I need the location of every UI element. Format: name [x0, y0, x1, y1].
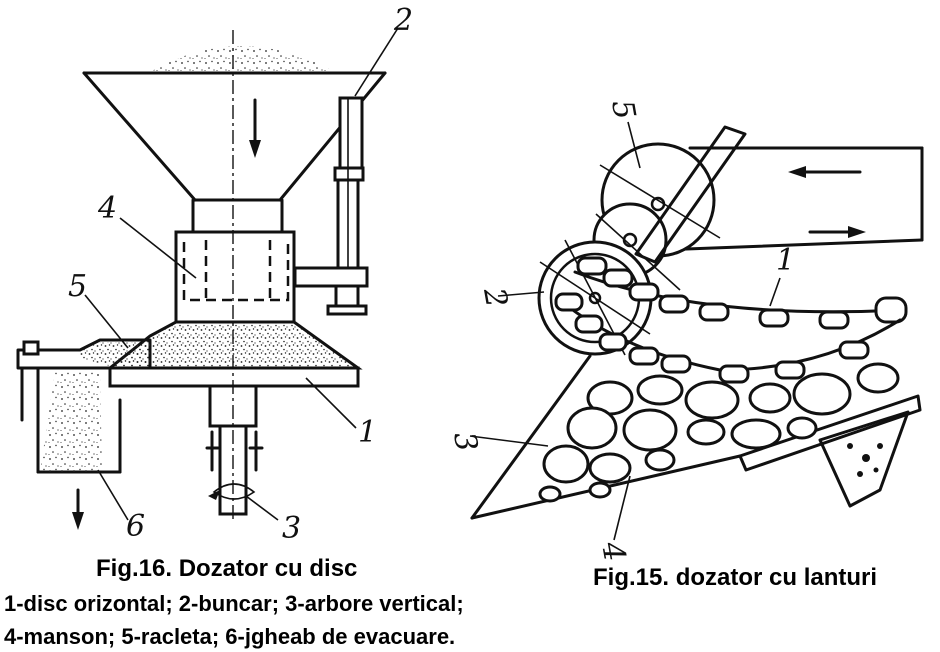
chain-upper [573, 256, 908, 330]
drive-wheels [592, 125, 747, 291]
flow-arrow-down [249, 98, 261, 158]
discharge-chute [20, 366, 122, 474]
fig16-label-4: 4 [97, 191, 117, 226]
fig16-caption: Fig.16. Dozator cu disc [96, 555, 357, 582]
fig15-caption: Fig.15. dozator cu lanturi [593, 564, 877, 591]
chain-dosing-device-drawing: 5 2 1 3 4 [446, 97, 924, 564]
fig16-label-6: 6 [126, 509, 145, 544]
scraper [16, 338, 152, 370]
fig15-label-4: 4 [594, 538, 632, 564]
fig16-label-1: 1 [358, 415, 377, 450]
fig15-label-2: 2 [476, 284, 514, 310]
fig16-legend-line-1: 1-disc orizontal; 2-buncar; 3-arbore ver… [4, 591, 464, 616]
vertical-shaft [205, 384, 264, 516]
fig16-label-3: 3 [282, 511, 301, 546]
fig16-legend-line-2: 4-manson; 5-racleta; 6-jgheab de evacuar… [4, 624, 455, 649]
horizontal-disc [108, 366, 360, 388]
conveyor [658, 146, 924, 252]
discharge-arrow-down [72, 488, 84, 530]
hopper [82, 71, 387, 234]
fig16-label-5: 5 [68, 269, 87, 304]
fig15-label-3: 3 [446, 429, 484, 454]
fig15-leader-lines [469, 121, 781, 541]
adjusting-rod [293, 96, 369, 316]
stones [538, 362, 900, 503]
material-heap [150, 46, 335, 72]
fig15-label-5: 5 [604, 97, 642, 122]
fig16-label-2: 2 [393, 3, 413, 38]
leader-lines [84, 27, 399, 521]
chain-lower [554, 292, 902, 384]
fig15-label-1: 1 [776, 243, 795, 278]
disc-dosing-device-drawing: 2 4 5 1 3 6 [16, 3, 413, 546]
